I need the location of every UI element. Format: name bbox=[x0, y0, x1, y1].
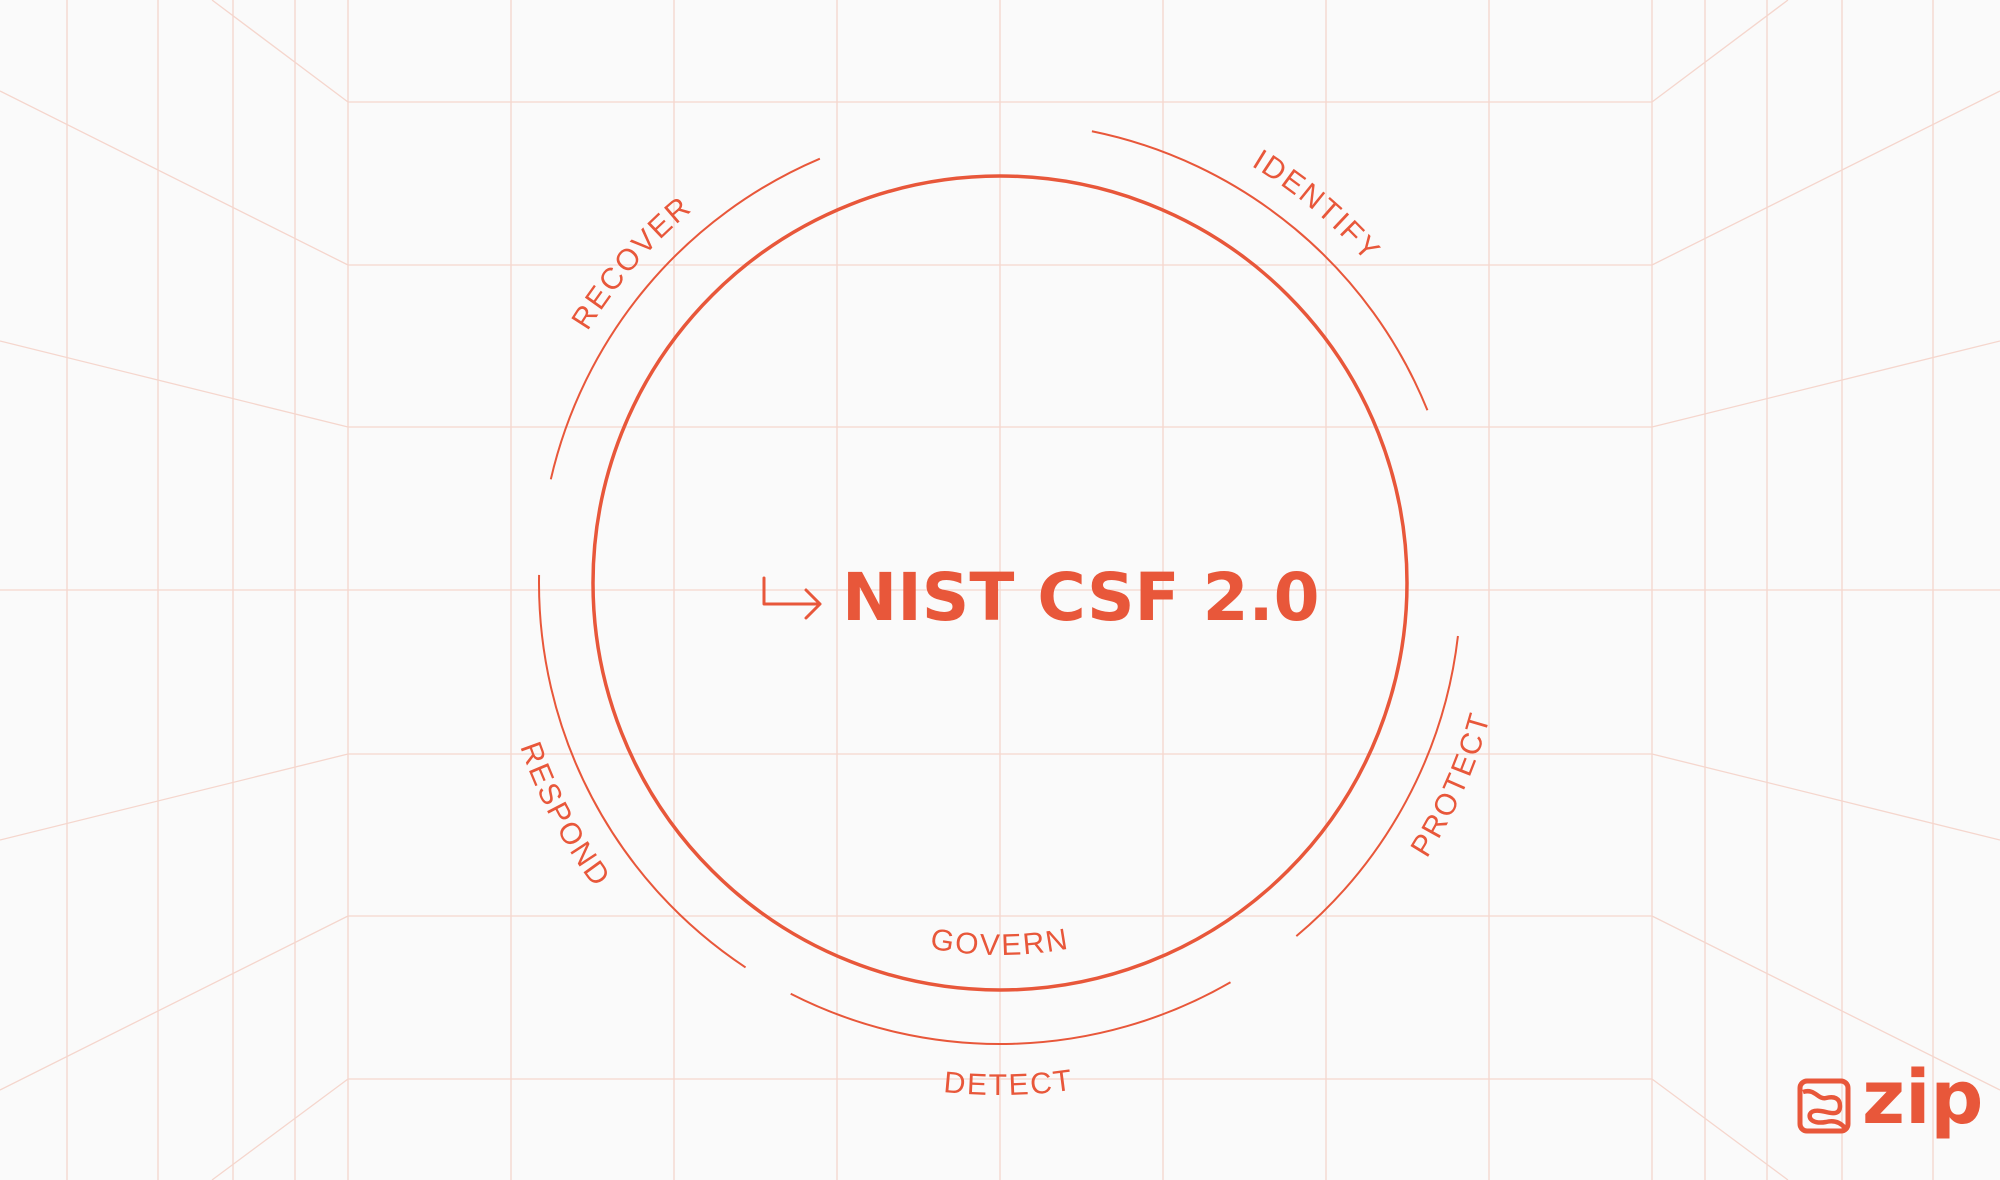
zip-logo-mark-icon bbox=[1797, 1078, 1851, 1134]
function-arc bbox=[790, 981, 1231, 1045]
grid-perspective-line bbox=[1651, 340, 2000, 428]
grid-perspective-line bbox=[211, 0, 349, 103]
label-protect: PROTECT bbox=[1405, 708, 1498, 862]
diagram-title: NIST CSF 2.0 bbox=[842, 559, 1320, 636]
function-arc bbox=[1091, 130, 1429, 411]
grid-perspective-line bbox=[0, 915, 349, 1091]
grid-perspective-line bbox=[0, 90, 349, 266]
grid-perspective-line bbox=[211, 1078, 349, 1180]
grid-perspective-line bbox=[1651, 90, 2000, 266]
function-arc bbox=[538, 574, 747, 969]
title-group: NIST CSF 2.0 bbox=[762, 559, 1320, 636]
arrow-icon bbox=[762, 576, 822, 620]
outer-function-arcs bbox=[538, 130, 1459, 1045]
grid-perspective-line bbox=[1651, 1078, 1789, 1180]
zip-logo-text: zip bbox=[1862, 1055, 1983, 1141]
grid-perspective-line bbox=[0, 753, 349, 841]
govern-inner-circle bbox=[591, 174, 1409, 992]
grid-perspective-line bbox=[1651, 753, 2000, 841]
label-govern: GOVERN bbox=[928, 923, 1072, 962]
grid-perspective-line bbox=[1651, 0, 1789, 103]
label-detect: DETECT bbox=[942, 1064, 1075, 1102]
function-arc bbox=[549, 157, 821, 480]
zip-logo-wave-icon bbox=[1802, 1088, 1847, 1130]
grid-perspective-line bbox=[0, 340, 349, 428]
function-arc bbox=[1295, 635, 1459, 937]
grid-perspective-line bbox=[1651, 915, 2000, 1091]
zip-logo: zip bbox=[1797, 1055, 1983, 1141]
label-recover: RECOVER bbox=[566, 190, 699, 336]
